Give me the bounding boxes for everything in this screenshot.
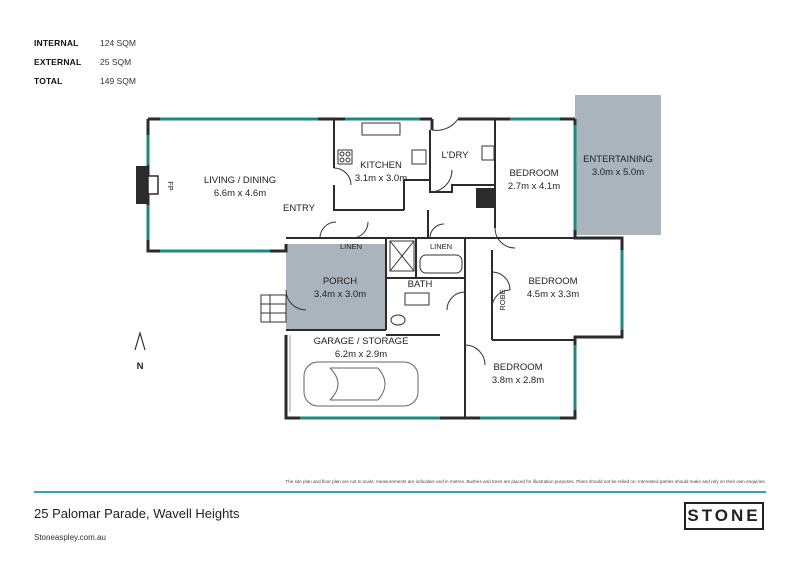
car-outline: [303, 361, 419, 407]
north-label: N: [137, 361, 144, 372]
fireplace: [136, 166, 148, 204]
porch-label: PORCH: [323, 276, 357, 287]
hearth: [147, 175, 159, 195]
fireplace-label: FP: [166, 181, 175, 191]
windows: [146, 117, 624, 420]
floor-plan: FP: [134, 95, 661, 420]
entertaining-size: 3.0m x 5.0m: [592, 167, 644, 178]
area-row-internal: INTERNAL 124 SQM: [34, 34, 136, 53]
property-address: 25 Palomar Parade, Wavell Heights: [34, 506, 240, 521]
bedroom2-size: 4.5m x 3.3m: [527, 289, 579, 300]
kitchen-label: KITCHEN: [360, 160, 402, 171]
garage-label: GARAGE / STORAGE: [314, 336, 409, 347]
living-dining-size: 6.6m x 4.6m: [214, 188, 266, 199]
area-label: INTERNAL: [34, 38, 79, 48]
entry-label: ENTRY: [283, 203, 316, 214]
bedroom3-label: BEDROOM: [493, 362, 542, 373]
north-arrow-icon: [134, 330, 146, 351]
area-label: EXTERNAL: [34, 57, 82, 67]
area-row-total: TOTAL 149 SQM: [34, 72, 136, 91]
bath-fixtures: [389, 240, 463, 326]
area-row-external: EXTERNAL 25 SQM: [34, 53, 136, 72]
chimney-block: [476, 188, 494, 208]
bath-label: BATH: [408, 279, 433, 290]
porch-size: 3.4m x 3.0m: [314, 289, 366, 300]
kitchen-size: 3.1m x 3.0m: [355, 173, 407, 184]
bedroom3-size: 3.8m x 2.8m: [492, 375, 544, 386]
porch-area: [286, 244, 386, 330]
living-dining-label: LIVING / DINING: [204, 175, 276, 186]
entertaining-area: [575, 95, 661, 235]
area-label: TOTAL: [34, 76, 63, 86]
bedroom1-size: 2.7m x 4.1m: [508, 181, 560, 192]
disclaimer-text: The site plan and floor plan are not to …: [285, 479, 766, 484]
kitchen-fixtures: [337, 122, 495, 165]
door-swings: [285, 118, 516, 366]
porch-steps: [260, 294, 287, 323]
robe-label: ROBE: [498, 289, 507, 310]
garage-size: 6.2m x 2.9m: [335, 349, 387, 360]
bedroom2-label: BEDROOM: [528, 276, 577, 287]
stone-logo: STONE: [684, 502, 764, 530]
area-value: 149 SQM: [100, 76, 136, 86]
footer-divider: [34, 491, 766, 493]
bedroom1-label: BEDROOM: [509, 168, 558, 179]
area-summary: INTERNAL 124 SQM EXTERNAL 25 SQM TOTAL 1…: [34, 34, 136, 91]
linen1-label: LINEN: [340, 242, 362, 251]
interior-walls: [286, 119, 575, 418]
agency-website: Stoneaspley.com.au: [34, 533, 106, 542]
area-value: 25 SQM: [100, 57, 132, 67]
area-value: 124 SQM: [100, 38, 136, 48]
laundry-label: L'DRY: [442, 150, 470, 161]
entertaining-label: ENTERTAINING: [583, 154, 653, 165]
linen2-label: LINEN: [430, 242, 452, 251]
